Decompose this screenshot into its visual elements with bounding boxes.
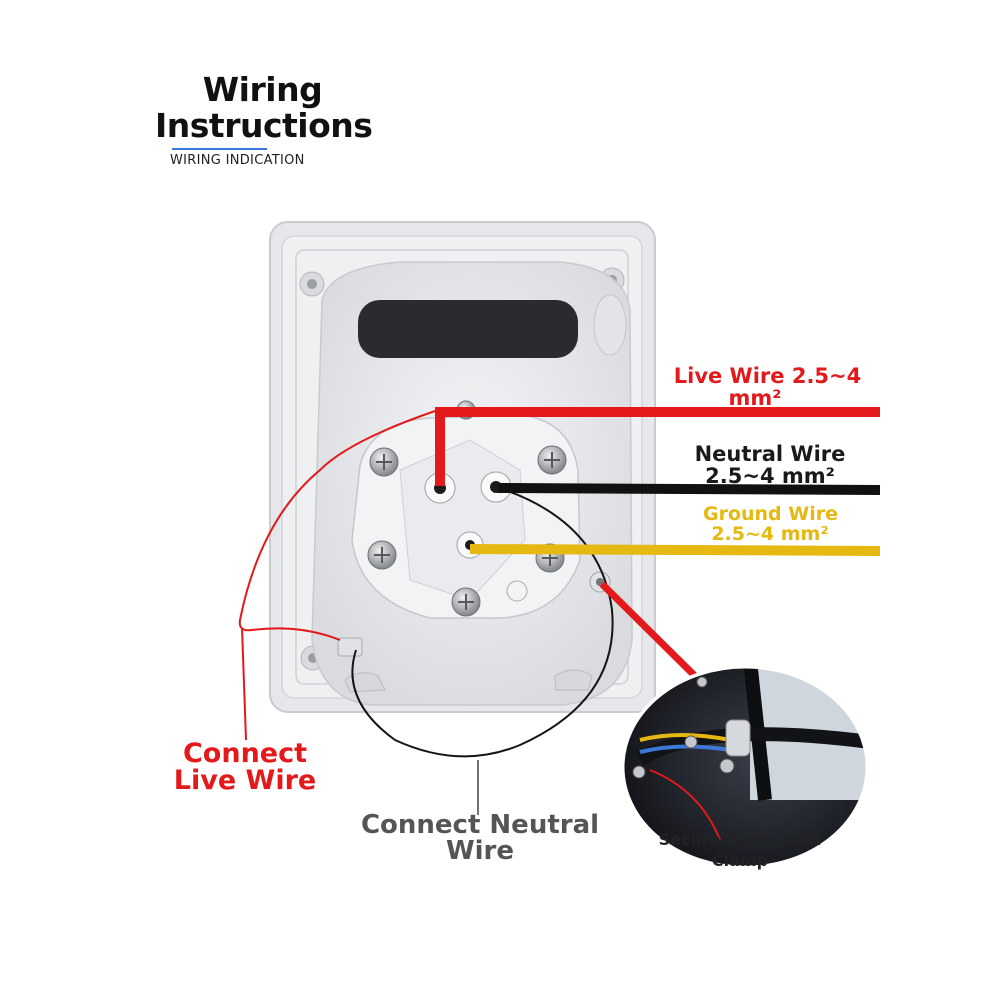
display-window [358,300,578,358]
screw-5 [451,587,481,617]
live-indicator-line [435,407,880,486]
subtitle: WIRING INDICATION [170,153,305,168]
screw-2 [537,445,567,475]
terminal-block [351,400,611,619]
connect-neutral-label: Connect Neutral [360,810,600,840]
screw-3 [367,540,397,570]
live-wire-size-label: mm² [728,386,782,410]
title-line-2: Instructions [155,106,373,145]
title-line-1: Wiring [202,70,323,109]
connect-live-label-2: Live Wire [173,765,317,796]
ground-wire-label: Ground Wire [702,503,838,525]
screw-1 [369,447,399,477]
clamp-pointer [599,581,698,679]
ground-wire-size-label: 2.5~4 mm² [711,523,829,545]
connector [337,637,363,657]
ground-indicator-line [469,544,881,556]
neutral-wire-label: Neutral Wire [694,442,846,466]
neutral-indicator-line [497,483,881,495]
connect-neutral-label-2: Wire [445,836,515,866]
connect-live-label: Connect [182,738,308,769]
neutral-wire-size-label: 2.5~4 mm² [705,464,835,488]
live-wire-loop [238,408,441,741]
corner-screw-tl [299,271,325,297]
clamp-caption: Secure Cable with [658,830,822,849]
clamp-caption-2: Clamp [711,851,769,870]
live-wire-label: Live Wire 2.5~4 [673,364,862,388]
clamp-inset-photo [621,665,869,869]
title-underline [172,148,267,150]
latch-right [554,669,593,691]
